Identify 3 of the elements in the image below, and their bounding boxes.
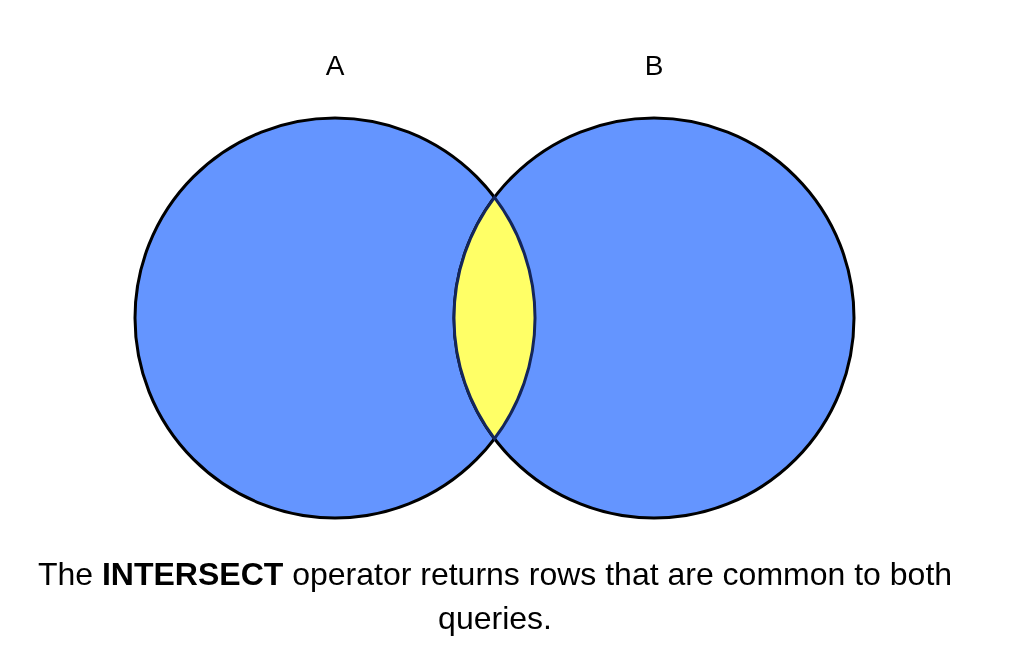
caption: The INTERSECT operator returns rows that are common to both queries.	[36, 555, 954, 638]
set-label: B	[644, 50, 664, 82]
set-label: A	[325, 50, 345, 82]
